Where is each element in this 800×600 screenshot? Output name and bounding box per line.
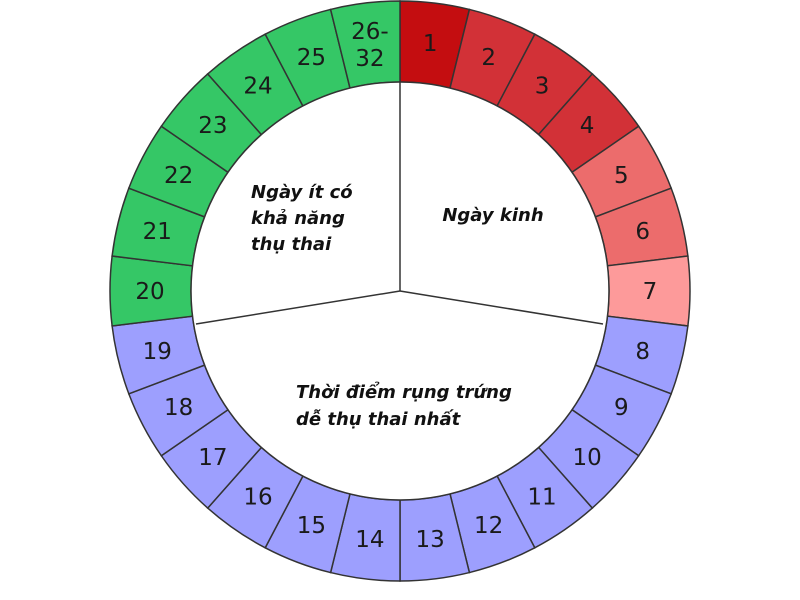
day-label-16: 16 <box>243 485 272 511</box>
day-label-24: 24 <box>243 73 272 99</box>
day-label-20: 20 <box>135 279 164 305</box>
phase-label-ovulation-line: dễ thụ thai nhất <box>296 408 462 430</box>
phase-label-infertile-line: Ngày ít có <box>251 182 353 203</box>
day-label-14: 14 <box>355 527 384 553</box>
day-label-line: 26- <box>351 19 389 45</box>
phase-label-infertile-line: thụ thai <box>251 234 332 255</box>
day-label-5: 5 <box>614 163 629 189</box>
day-label-18: 18 <box>164 395 193 421</box>
day-label-line: 32 <box>355 46 384 72</box>
day-label-26-32: 26-32 <box>351 19 389 72</box>
day-label-21: 21 <box>143 219 172 245</box>
day-label-8: 8 <box>635 339 650 365</box>
day-label-1: 1 <box>423 31 438 57</box>
day-label-17: 17 <box>198 445 227 471</box>
day-label-9: 9 <box>614 395 629 421</box>
day-label-13: 13 <box>415 527 444 553</box>
phase-label-menstrual-line: Ngày kinh <box>442 205 543 226</box>
day-label-23: 23 <box>198 113 227 139</box>
day-label-2: 2 <box>481 45 496 71</box>
phase-dividers <box>195 82 604 325</box>
day-label-6: 6 <box>635 219 650 245</box>
divider-infertile-ovulation <box>195 290 401 325</box>
day-label-10: 10 <box>572 445 601 471</box>
day-label-19: 19 <box>143 339 172 365</box>
phase-label-infertile: Ngày ít có khả năng thụ thai <box>251 182 359 255</box>
phase-label-ovulation: Thời điểm rụng trứng dễ thụ thai nhất <box>296 381 518 430</box>
day-label-3: 3 <box>535 73 550 99</box>
divider-ovulation-menstrual <box>399 290 604 325</box>
day-label-15: 15 <box>297 513 326 539</box>
day-label-25: 25 <box>297 45 326 71</box>
phase-label-ovulation-line: Thời điểm rụng trứng <box>296 381 512 403</box>
day-label-7: 7 <box>643 279 658 305</box>
phase-label-menstrual: Ngày kinh <box>442 205 543 226</box>
day-label-12: 12 <box>474 513 503 539</box>
day-label-4: 4 <box>580 113 595 139</box>
day-label-11: 11 <box>527 485 556 511</box>
day-label-22: 22 <box>164 163 193 189</box>
phase-label-infertile-line: khả năng <box>251 208 345 229</box>
day-ring: 1234567891011121314151617181920212223242… <box>109 0 691 582</box>
